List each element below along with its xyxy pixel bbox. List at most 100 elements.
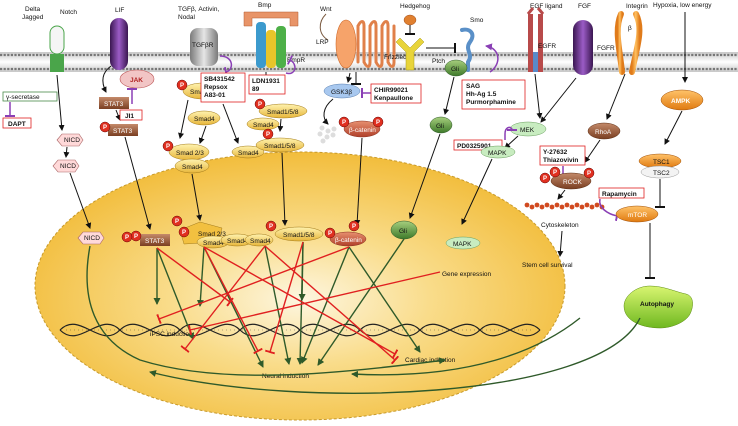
svg-text:MAPK: MAPK <box>453 241 472 248</box>
svg-text:Stem cell survival: Stem cell survival <box>522 262 573 269</box>
ampk-kinase <box>660 89 704 111</box>
nucleus <box>34 151 566 421</box>
smad158-cytoplasm <box>258 103 308 119</box>
integrin-alpha <box>614 11 625 75</box>
svg-text:Smad1/5/8: Smad1/5/8 <box>283 232 315 239</box>
rhoa-gtpase <box>587 122 621 140</box>
hedgehog-ligand <box>403 14 417 26</box>
svg-text:NICD: NICD <box>64 137 80 144</box>
bmp-ligand <box>243 11 299 27</box>
svg-text:Smad4: Smad4 <box>250 238 271 245</box>
nicd-membrane <box>56 133 84 147</box>
svg-text:EGF ligand: EGF ligand <box>530 3 563 10</box>
egfr-right <box>538 14 543 72</box>
phospho-marker <box>549 166 561 178</box>
svg-text:P: P <box>376 120 380 126</box>
svg-text:TSC1: TSC1 <box>653 159 670 166</box>
svg-text:Wnt: Wnt <box>320 6 332 13</box>
y27632-inhibitor-box <box>539 145 586 166</box>
svg-text:EGFR: EGFR <box>538 43 556 50</box>
stat3-nucleus <box>140 234 170 246</box>
fgfr-receptor <box>573 20 593 75</box>
svg-text:FGF: FGF <box>578 3 591 10</box>
svg-text:LIF: LIF <box>115 7 124 14</box>
smad158-nucleus <box>274 226 324 242</box>
svg-text:Smad4: Smad4 <box>253 122 274 129</box>
svg-text:LRP: LRP <box>316 39 329 46</box>
phospho-marker <box>178 226 190 238</box>
svg-text:Bmp: Bmp <box>258 2 272 9</box>
svg-text:Hypoxia, low energy: Hypoxia, low energy <box>653 2 712 9</box>
integrin-beta <box>629 11 643 75</box>
svg-text:Cytoskeleton: Cytoskeleton <box>541 222 579 229</box>
dapt-inhibitor-box <box>2 117 32 129</box>
nicd-cytoplasm <box>52 159 80 173</box>
svg-text:β: β <box>628 25 632 32</box>
svg-text:Hedgehog: Hedgehog <box>400 3 430 10</box>
svg-text:P: P <box>258 102 262 108</box>
svg-text:Gene expression: Gene expression <box>442 271 492 278</box>
svg-text:ROCK: ROCK <box>563 179 582 186</box>
svg-text:STAT3: STAT3 <box>113 128 133 135</box>
smo-receptor <box>460 27 475 72</box>
mapk-cytoplasm <box>480 145 516 159</box>
svg-text:GSK3β: GSK3β <box>331 89 352 96</box>
lif-pathway: LIF JAK STAT3 STAT3 P STAT3 P P JI1 <box>99 7 170 246</box>
svg-text:P: P <box>166 144 170 150</box>
gsk3b-kinase <box>323 83 361 99</box>
svg-text:Smad4: Smad4 <box>203 240 224 247</box>
phospho-marker <box>254 98 266 110</box>
stat3-phospho <box>108 124 138 136</box>
svg-text:AMPK: AMPK <box>671 98 690 105</box>
gli-membrane <box>444 59 468 77</box>
svg-text:FGFR: FGFR <box>597 45 615 52</box>
rock-kinase <box>550 172 592 190</box>
gamma-secretase <box>2 91 58 102</box>
lif-receptor <box>110 18 128 70</box>
tsc2 <box>640 165 680 179</box>
ipsc-induction-label: iPSC induction <box>150 331 193 338</box>
svg-text:TSC2: TSC2 <box>653 170 670 177</box>
svg-text:PD0325901: PD0325901 <box>457 143 492 150</box>
svg-text:β-catenin: β-catenin <box>335 237 362 244</box>
beta-catenin-cytoplasm <box>343 120 381 138</box>
ptch-receptor <box>395 37 425 71</box>
phospho-marker <box>262 128 274 140</box>
svg-text:RhoA: RhoA <box>595 129 612 136</box>
nicd-nucleus <box>77 231 105 245</box>
smad4-cytoplasm <box>187 110 221 126</box>
stat3-cytoplasm <box>99 97 129 109</box>
svg-text:Ptch: Ptch <box>432 58 445 65</box>
mtor-kinase <box>615 205 659 223</box>
sb431542-inhibitor-box <box>200 72 246 103</box>
phospho-marker <box>99 121 111 133</box>
svg-text:Autophagy: Autophagy <box>640 301 674 308</box>
outcome-labels: iPSC induction Neural induction Cardiac … <box>150 331 456 380</box>
svg-text:P: P <box>543 176 547 182</box>
bmpr-green <box>276 26 286 68</box>
ldn193189-inhibitor-box <box>248 74 286 95</box>
svg-text:Smad4: Smad4 <box>182 164 203 171</box>
mapk-nucleus <box>445 236 481 250</box>
svg-text:Smad4: Smad4 <box>227 238 248 245</box>
svg-text:NICD: NICD <box>60 163 76 170</box>
phospho-marker <box>171 215 183 227</box>
svg-text:γ-secretase: γ-secretase <box>6 94 40 101</box>
svg-text:P: P <box>328 231 332 237</box>
tgf-label: TGFβ, Activin,Nodal <box>178 6 219 21</box>
svg-text:P: P <box>182 230 186 236</box>
ji1-inhibitor-box <box>119 109 143 121</box>
svg-text:BmpR: BmpR <box>287 57 305 64</box>
svg-text:Integrin: Integrin <box>626 3 648 10</box>
phospho-marker <box>348 220 360 232</box>
phospho-marker <box>176 79 188 91</box>
beta-catenin-nucleus <box>329 231 367 247</box>
ampk-pathway: Hypoxia, low energy AMPK TSC1 TSC2 Rapam… <box>598 2 712 329</box>
sag-agonist-box <box>461 79 526 110</box>
